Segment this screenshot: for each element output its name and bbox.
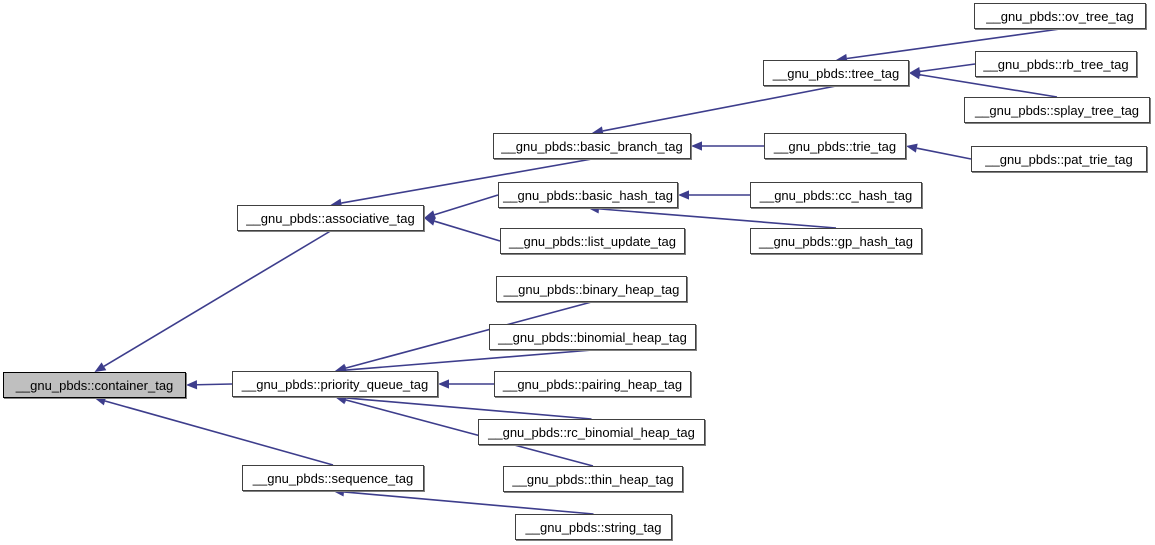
node-label-splay_tree_tag: __gnu_pbds::splay_tree_tag (974, 102, 1140, 118)
edge-rb_tree_tag-to-tree_tag (909, 63, 976, 77)
node-priority_queue_tag[interactable]: __gnu_pbds::priority_queue_tag (232, 371, 438, 397)
node-rc_binomial_heap_tag[interactable]: __gnu_pbds::rc_binomial_heap_tag (478, 419, 705, 445)
node-label-binomial_heap_tag: __gnu_pbds::binomial_heap_tag (498, 329, 687, 345)
node-label-sequence_tag: __gnu_pbds::sequence_tag (252, 470, 414, 486)
node-sequence_tag[interactable]: __gnu_pbds::sequence_tag (242, 465, 424, 491)
node-container_tag[interactable]: __gnu_pbds::container_tag (3, 372, 186, 398)
node-label-ov_tree_tag: __gnu_pbds::ov_tree_tag (986, 8, 1134, 24)
node-binary_heap_tag[interactable]: __gnu_pbds::binary_heap_tag (496, 276, 687, 302)
node-label-cc_hash_tag: __gnu_pbds::cc_hash_tag (759, 187, 913, 203)
node-rb_tree_tag[interactable]: __gnu_pbds::rb_tree_tag (975, 51, 1137, 77)
edge-trie_tag-to-basic_branch_tag (691, 141, 764, 151)
node-label-priority_queue_tag: __gnu_pbds::priority_queue_tag (241, 376, 429, 392)
node-thin_heap_tag[interactable]: __gnu_pbds::thin_heap_tag (503, 466, 683, 492)
edge-pairing_heap_tag-to-priority_queue_tag (438, 379, 494, 389)
node-label-string_tag: __gnu_pbds::string_tag (525, 519, 662, 535)
edge-cc_hash_tag-to-basic_hash_tag (678, 190, 750, 200)
node-pat_trie_tag[interactable]: __gnu_pbds::pat_trie_tag (971, 146, 1147, 172)
edge-list_update_tag-to-associative_tag (424, 216, 501, 242)
node-label-gp_hash_tag: __gnu_pbds::gp_hash_tag (759, 233, 913, 249)
node-label-pat_trie_tag: __gnu_pbds::pat_trie_tag (985, 151, 1133, 167)
edge-tree_tag-to-basic_branch_tag (592, 85, 837, 136)
node-label-thin_heap_tag: __gnu_pbds::thin_heap_tag (512, 471, 674, 487)
node-gp_hash_tag[interactable]: __gnu_pbds::gp_hash_tag (750, 228, 922, 254)
node-label-pairing_heap_tag: __gnu_pbds::pairing_heap_tag (502, 376, 683, 392)
edge-basic_hash_tag-to-associative_tag (424, 194, 499, 220)
node-label-basic_hash_tag: __gnu_pbds::basic_hash_tag (503, 187, 673, 203)
node-binomial_heap_tag[interactable]: __gnu_pbds::binomial_heap_tag (489, 324, 696, 350)
node-string_tag[interactable]: __gnu_pbds::string_tag (515, 514, 672, 540)
edge-rc_binomial_heap_tag-to-priority_queue_tag (335, 393, 592, 420)
node-label-binary_heap_tag: __gnu_pbds::binary_heap_tag (503, 281, 680, 297)
node-basic_hash_tag[interactable]: __gnu_pbds::basic_hash_tag (498, 182, 678, 208)
edge-pat_trie_tag-to-trie_tag (906, 143, 972, 160)
node-list_update_tag[interactable]: __gnu_pbds::list_update_tag (500, 228, 685, 254)
edge-sequence_tag-to-container_tag (94, 396, 334, 466)
node-label-list_update_tag: __gnu_pbds::list_update_tag (509, 233, 676, 249)
node-label-associative_tag: __gnu_pbds::associative_tag (246, 210, 415, 226)
node-label-tree_tag: __gnu_pbds::tree_tag (772, 65, 900, 81)
edge-priority_queue_tag-to-container_tag (186, 380, 233, 390)
node-pairing_heap_tag[interactable]: __gnu_pbds::pairing_heap_tag (494, 371, 691, 397)
node-label-rb_tree_tag: __gnu_pbds::rb_tree_tag (983, 56, 1129, 72)
node-label-trie_tag: __gnu_pbds::trie_tag (773, 138, 897, 154)
node-associative_tag[interactable]: __gnu_pbds::associative_tag (237, 205, 424, 231)
edge-associative_tag-to-container_tag (94, 230, 331, 372)
node-trie_tag[interactable]: __gnu_pbds::trie_tag (764, 133, 906, 159)
node-label-container_tag: __gnu_pbds::container_tag (15, 377, 174, 393)
node-ov_tree_tag[interactable]: __gnu_pbds::ov_tree_tag (974, 3, 1146, 29)
node-splay_tree_tag[interactable]: __gnu_pbds::splay_tree_tag (964, 97, 1150, 123)
node-cc_hash_tag[interactable]: __gnu_pbds::cc_hash_tag (750, 182, 922, 208)
node-label-rc_binomial_heap_tag: __gnu_pbds::rc_binomial_heap_tag (488, 424, 695, 440)
node-basic_branch_tag[interactable]: __gnu_pbds::basic_branch_tag (493, 133, 691, 159)
node-label-basic_branch_tag: __gnu_pbds::basic_branch_tag (501, 138, 683, 154)
node-tree_tag[interactable]: __gnu_pbds::tree_tag (763, 60, 909, 86)
